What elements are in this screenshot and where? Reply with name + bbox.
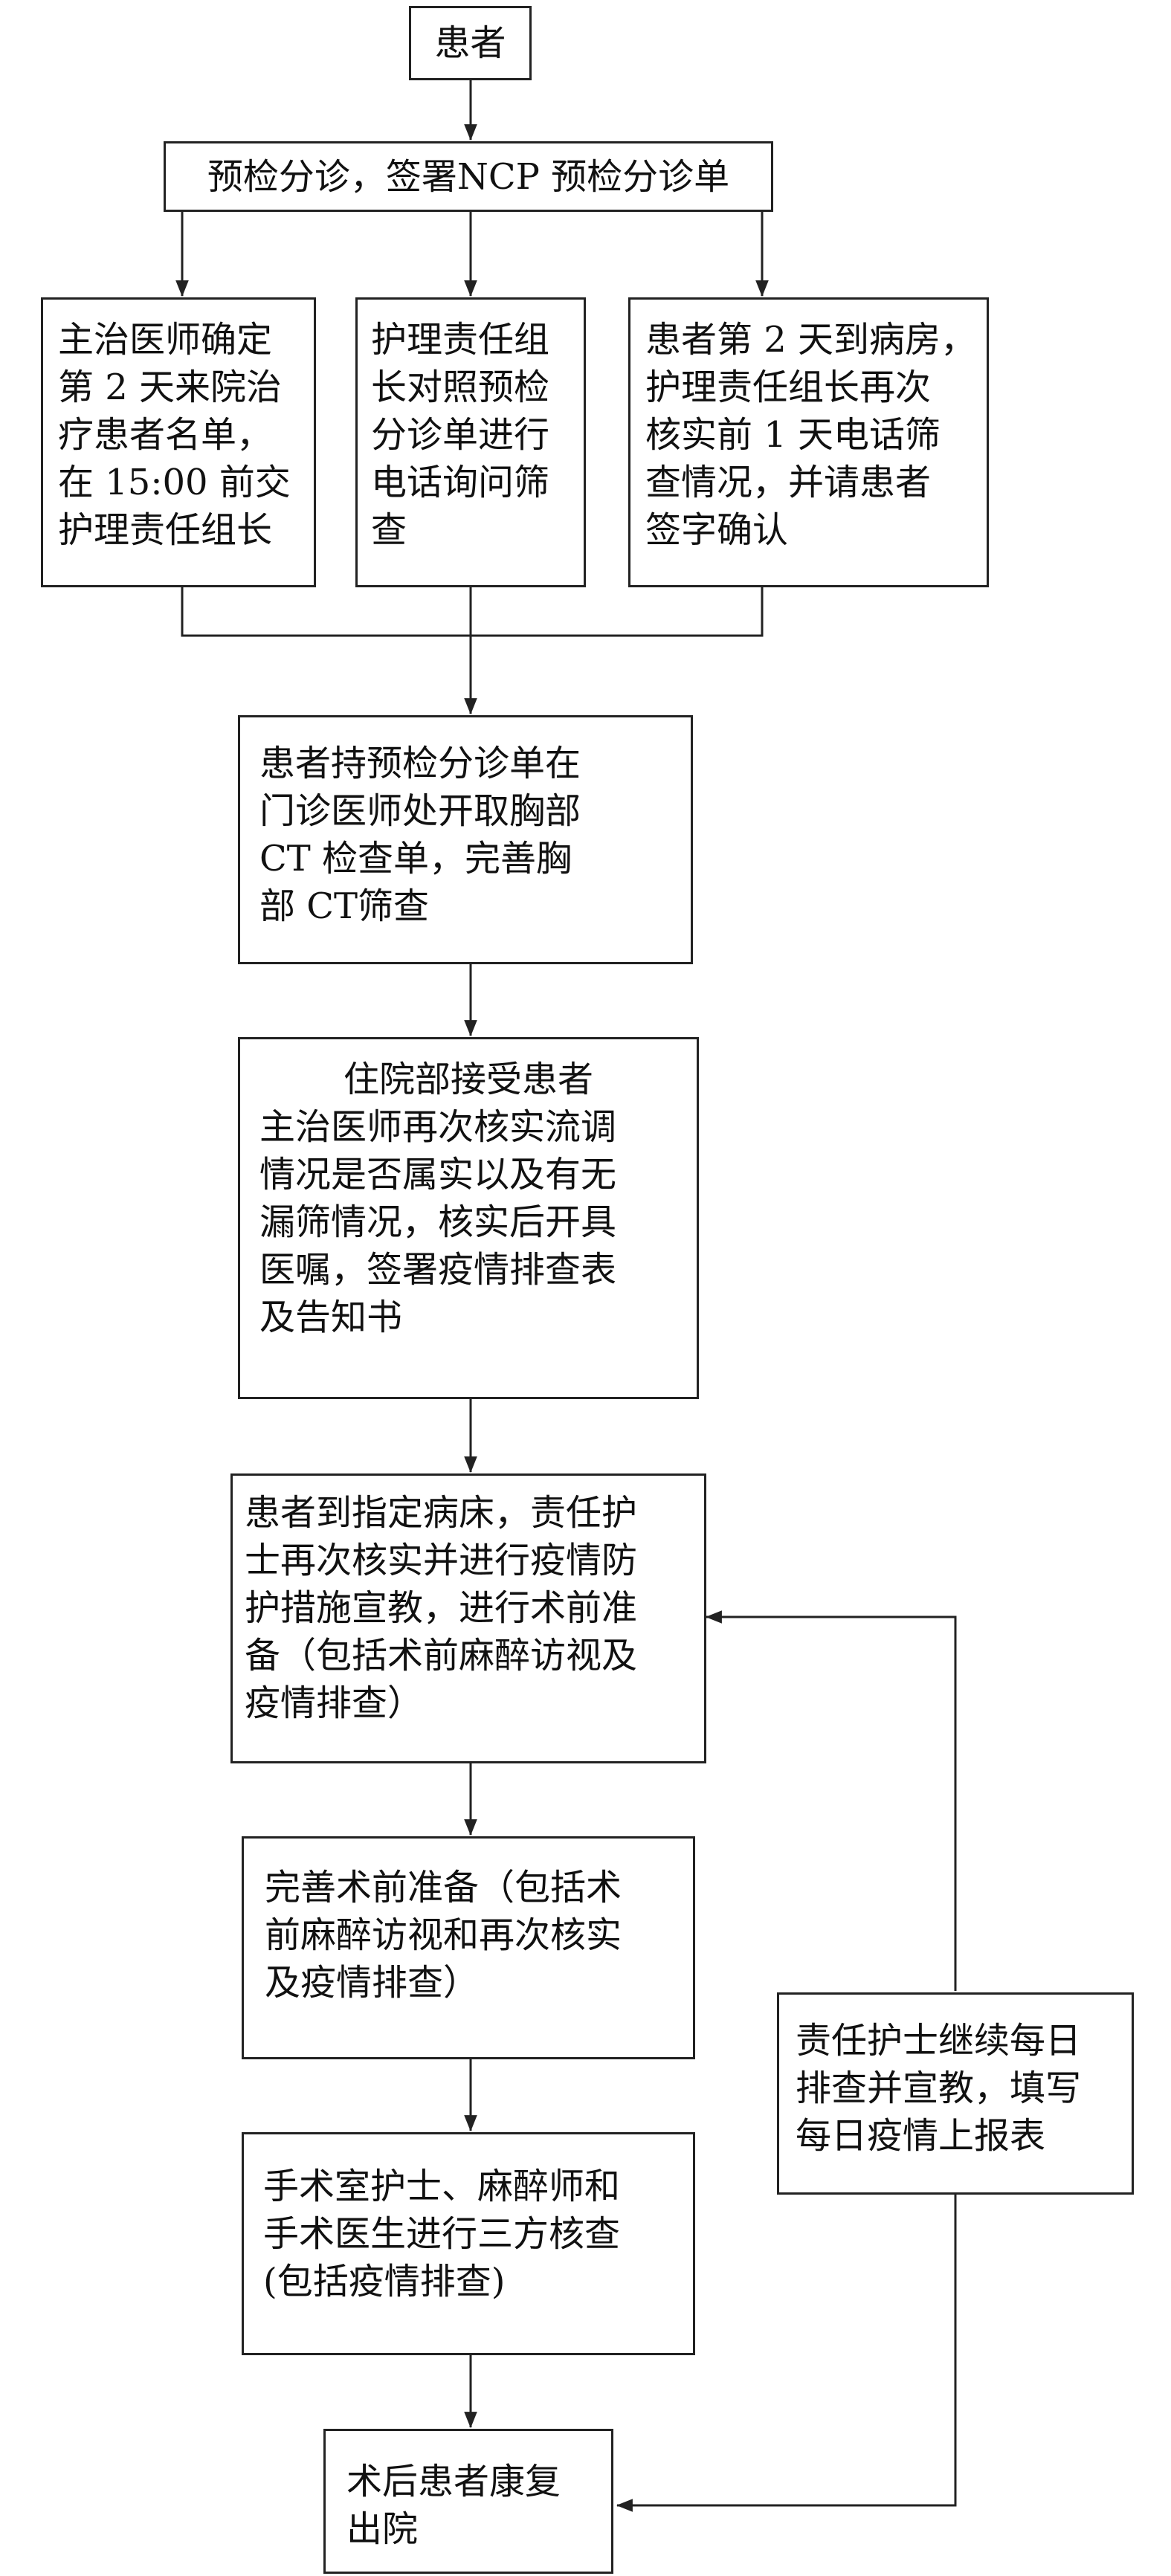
node-bed-line-3: 护措施宣教，进行术前准 bbox=[245, 1587, 638, 1629]
node-admission-line-4: 漏筛情况，核实后开具 bbox=[259, 1201, 617, 1243]
node-admission-line-5: 医嘱，签署疫情排查表 bbox=[259, 1249, 617, 1291]
node-daily-line-1: 责任护士继续每日 bbox=[796, 2020, 1082, 2062]
node-check-three-line-3: (包括疫情排查) bbox=[263, 2261, 506, 2302]
node-ward-verify: 患者第 2 天到病房， 护理责任组长再次 核实前 1 天电话筛 查情况，并请患者… bbox=[628, 297, 989, 587]
node-discharge: 术后患者康复 出院 bbox=[323, 2429, 613, 2574]
node-triage-line: 预检分诊，签署NCP 预检分诊单 bbox=[207, 155, 730, 198]
node-phone-screen-line-4: 电话询问筛 bbox=[371, 462, 550, 503]
node-ward-verify-line-2: 护理责任组长再次 bbox=[645, 367, 932, 408]
node-admission-line-2: 主治医师再次核实流调 bbox=[259, 1106, 617, 1148]
node-bed-line-5: 疫情排查） bbox=[245, 1682, 424, 1724]
node-check-three-line-1: 手术室护士、麻醉师和 bbox=[263, 2166, 621, 2207]
node-patient-line: 患者 bbox=[434, 22, 506, 64]
node-preop-line-2: 前麻醉访视和再次核实 bbox=[265, 1914, 622, 1956]
node-attending-list-line-4: 在 15:00 前交 bbox=[58, 462, 291, 503]
merge-line-top-row bbox=[181, 586, 764, 637]
node-ct-screen-line-1: 患者持预检分诊单在 bbox=[259, 743, 581, 784]
node-check-three: 手术室护士、麻醉师和 手术医生进行三方核查 (包括疫情排查) bbox=[242, 2132, 695, 2355]
node-daily-line-2: 排查并宣教，填写 bbox=[796, 2067, 1082, 2109]
node-preop: 完善术前准备（包括术 前麻醉访视和再次核实 及疫情排查） bbox=[242, 1836, 695, 2059]
node-admission-line-6: 及告知书 bbox=[259, 1297, 403, 1338]
node-ward-verify-line-4: 查情况，并请患者 bbox=[645, 462, 932, 503]
node-preop-line-1: 完善术前准备（包括术 bbox=[265, 1867, 622, 1908]
node-phone-screen-line-5: 查 bbox=[371, 509, 407, 551]
node-admission-line-3: 情况是否属实以及有无 bbox=[259, 1154, 617, 1195]
node-attending-list-line-3: 疗患者名单， bbox=[58, 414, 273, 456]
node-ward-verify-line-5: 签字确认 bbox=[645, 509, 789, 551]
node-discharge-line-2: 出院 bbox=[346, 2508, 419, 2550]
node-ct-screen-line-3: CT 检查单，完善胸 bbox=[259, 838, 572, 879]
node-attending-list-line-2: 第 2 天来院治 bbox=[58, 367, 283, 408]
node-phone-screen-line-2: 长对照预检 bbox=[371, 367, 550, 408]
node-triage: 预检分诊，签署NCP 预检分诊单 bbox=[164, 141, 773, 212]
node-ward-verify-line-1: 患者第 2 天到病房， bbox=[645, 319, 977, 361]
node-bed-line-2: 士再次核实并进行疫情防 bbox=[245, 1540, 638, 1581]
node-ct-screen-line-4: 部 CT筛查 bbox=[259, 885, 430, 927]
node-ct-screen: 患者持预检分诊单在 门诊医师处开取胸部 CT 检查单，完善胸 部 CT筛查 bbox=[238, 715, 693, 964]
node-check-three-line-2: 手术医生进行三方核查 bbox=[263, 2213, 621, 2255]
node-phone-screen-line-3: 分诊单进行 bbox=[371, 414, 550, 456]
node-admission: 住院部接受患者 主治医师再次核实流调 情况是否属实以及有无 漏筛情况，核实后开具… bbox=[238, 1037, 699, 1399]
node-attending-list-line-5: 护理责任组长 bbox=[58, 509, 273, 551]
node-bed-line-1: 患者到指定病床，责任护 bbox=[245, 1492, 638, 1534]
node-ct-screen-line-2: 门诊医师处开取胸部 bbox=[259, 790, 581, 832]
node-discharge-line-1: 术后患者康复 bbox=[346, 2461, 561, 2502]
node-phone-screen-line-1: 护理责任组 bbox=[371, 319, 550, 361]
node-bed: 患者到指定病床，责任护 士再次核实并进行疫情防 护措施宣教，进行术前准 备（包括… bbox=[230, 1473, 706, 1763]
arrow-daily-to-discharge bbox=[616, 2193, 957, 2512]
node-bed-line-4: 备（包括术前麻醉访视及 bbox=[245, 1635, 638, 1676]
node-attending-list-line-1: 主治医师确定 bbox=[58, 319, 273, 361]
arrow-daily-to-bed bbox=[705, 1610, 957, 1991]
node-preop-line-3: 及疫情排查） bbox=[265, 1962, 480, 2004]
node-daily: 责任护士继续每日 排查并宣教，填写 每日疫情上报表 bbox=[777, 1992, 1134, 2195]
node-attending-list: 主治医师确定 第 2 天来院治 疗患者名单， 在 15:00 前交 护理责任组长 bbox=[41, 297, 316, 587]
node-admission-title: 住院部接受患者 bbox=[343, 1059, 593, 1100]
node-patient: 患者 bbox=[409, 6, 532, 80]
node-phone-screen: 护理责任组 长对照预检 分诊单进行 电话询问筛 查 bbox=[355, 297, 586, 587]
node-daily-line-3: 每日疫情上报表 bbox=[796, 2115, 1046, 2157]
node-ward-verify-line-3: 核实前 1 天电话筛 bbox=[645, 414, 941, 456]
